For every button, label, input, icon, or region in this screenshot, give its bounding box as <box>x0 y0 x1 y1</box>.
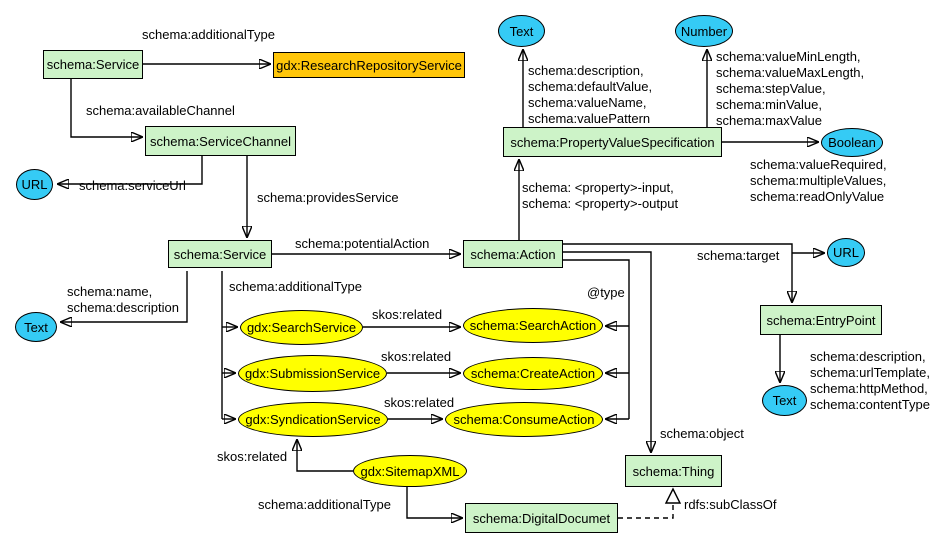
node-schema-property-value-specification: schema:PropertyValueSpecification <box>503 127 722 157</box>
edge-label-pvs-boolean-props: schema:valueRequired, schema:multipleVal… <box>750 157 887 205</box>
edge-label-skos-related-2: skos:related <box>381 349 452 364</box>
edge-label-line: schema:urlTemplate, <box>810 365 930 380</box>
node-gdx-sitemap-xml: gdx:SitemapXML <box>353 455 467 487</box>
node-text-bottom-right: Text <box>762 385 807 416</box>
node-gdx-syndication-service: gdx:SyndicationService <box>238 402 388 437</box>
node-url-right: URL <box>827 238 865 267</box>
node-gdx-research-repository-service: gdx:ResearchRepositoryService <box>273 52 465 78</box>
node-schema-service-top: schema:Service <box>43 50 143 79</box>
edge-label-line: schema:valueName, <box>528 95 647 110</box>
node-schema-thing: schema:Thing <box>625 455 722 487</box>
node-schema-create-action: schema:CreateAction <box>463 357 603 390</box>
edge-label-potential-action: schema:potentialAction <box>295 236 430 251</box>
edge-label-line: schema:stepValue, <box>716 81 826 96</box>
edge-label-line: schema:contentType <box>810 397 930 412</box>
edge-label-skos-related-sitemap: skos:related <box>217 449 288 464</box>
edge-label-pvs-io-props: schema: <property>-input, schema: <prope… <box>522 180 678 212</box>
edge-label-subclass-of: rdfs:subClassOf <box>684 497 777 512</box>
edge-label-line: schema:name, <box>67 284 153 299</box>
node-schema-digital-document: schema:DigitalDocumet <box>465 503 618 533</box>
edge-label-line: schema:minValue, <box>716 97 822 112</box>
edge-label-pvs-text-props: schema:description, schema:defaultValue,… <box>528 63 652 127</box>
edge-label-target: schema:target <box>697 248 780 263</box>
edge-label-pvs-number-props: schema:valueMinLength, schema:valueMaxLe… <box>716 49 864 129</box>
edge-label-provides-service: schema:providesService <box>257 190 399 205</box>
edge-label-line: schema:valuePattern <box>528 111 651 126</box>
edge-label-at-type: @type <box>587 285 625 300</box>
edge-label-line: schema:description, <box>528 63 644 78</box>
edge-label-additional-type-mid: schema:additionalType <box>229 279 362 294</box>
node-schema-entry-point: schema:EntryPoint <box>760 305 882 335</box>
edge-label-additional-type-bottom: schema:additionalType <box>258 497 391 512</box>
edge-label-line: schema:defaultValue, <box>528 79 653 94</box>
edge-label-line: schema:httpMethod, <box>810 381 928 396</box>
edge-label-line: schema:multipleValues, <box>750 173 887 188</box>
node-schema-service-channel: schema:ServiceChannel <box>145 126 296 156</box>
edge-label-object: schema:object <box>660 426 744 441</box>
node-url-left: URL <box>16 169 53 200</box>
edge-skos-related-sitemap <box>297 440 353 472</box>
edge-at-type-trunk <box>563 259 630 419</box>
edge-label-name-description: schema:name, schema:description <box>67 284 179 316</box>
edge-target-entrypoint <box>563 243 792 302</box>
node-number: Number <box>675 15 733 47</box>
node-boolean: Boolean <box>821 128 883 157</box>
edge-object <box>563 251 651 452</box>
edge-label-service-url: schema:serviceUrl <box>79 178 186 193</box>
edge-label-line: schema:valueMaxLength, <box>716 65 865 80</box>
subclassof-triangle-icon <box>664 487 682 504</box>
edge-label-line: schema:valueMinLength, <box>716 49 861 64</box>
edge-label-line: schema:readOnlyValue <box>750 189 885 204</box>
edge-label-skos-related-1: skos:related <box>372 307 443 322</box>
edge-label-line: schema:description <box>67 300 179 315</box>
node-schema-search-action: schema:SearchAction <box>463 308 603 343</box>
node-schema-service-mid: schema:Service <box>168 240 272 268</box>
edge-label-line: schema: <property>-input, <box>522 180 674 195</box>
edge-label-additional-type-top: schema:additionalType <box>142 27 275 42</box>
edge-label-line: schema:valueRequired, <box>750 157 887 172</box>
edge-label-available-channel: schema:availableChannel <box>86 103 235 118</box>
node-schema-consume-action: schema:ConsumeAction <box>445 402 603 437</box>
edge-label-entry-point-props: schema:description, schema:urlTemplate, … <box>810 349 930 413</box>
edge-subclass-of <box>618 504 674 519</box>
edge-label-skos-related-3: skos:related <box>384 395 455 410</box>
edge-service-url <box>58 156 203 184</box>
edge-name-description <box>61 271 188 322</box>
node-text-top: Text <box>498 15 545 47</box>
edge-available-channel <box>70 79 142 137</box>
edge-additional-type-sitemap <box>406 487 462 518</box>
node-gdx-search-service: gdx:SearchService <box>240 310 363 345</box>
node-schema-action: schema:Action <box>463 240 563 268</box>
edge-label-line: schema:description, <box>810 349 926 364</box>
edge-label-line: schema: <property>-output <box>522 196 679 211</box>
node-gdx-submission-service: gdx:SubmissionService <box>238 355 387 392</box>
edge-label-line: schema:maxValue <box>716 113 822 128</box>
node-text-left: Text <box>15 312 57 342</box>
